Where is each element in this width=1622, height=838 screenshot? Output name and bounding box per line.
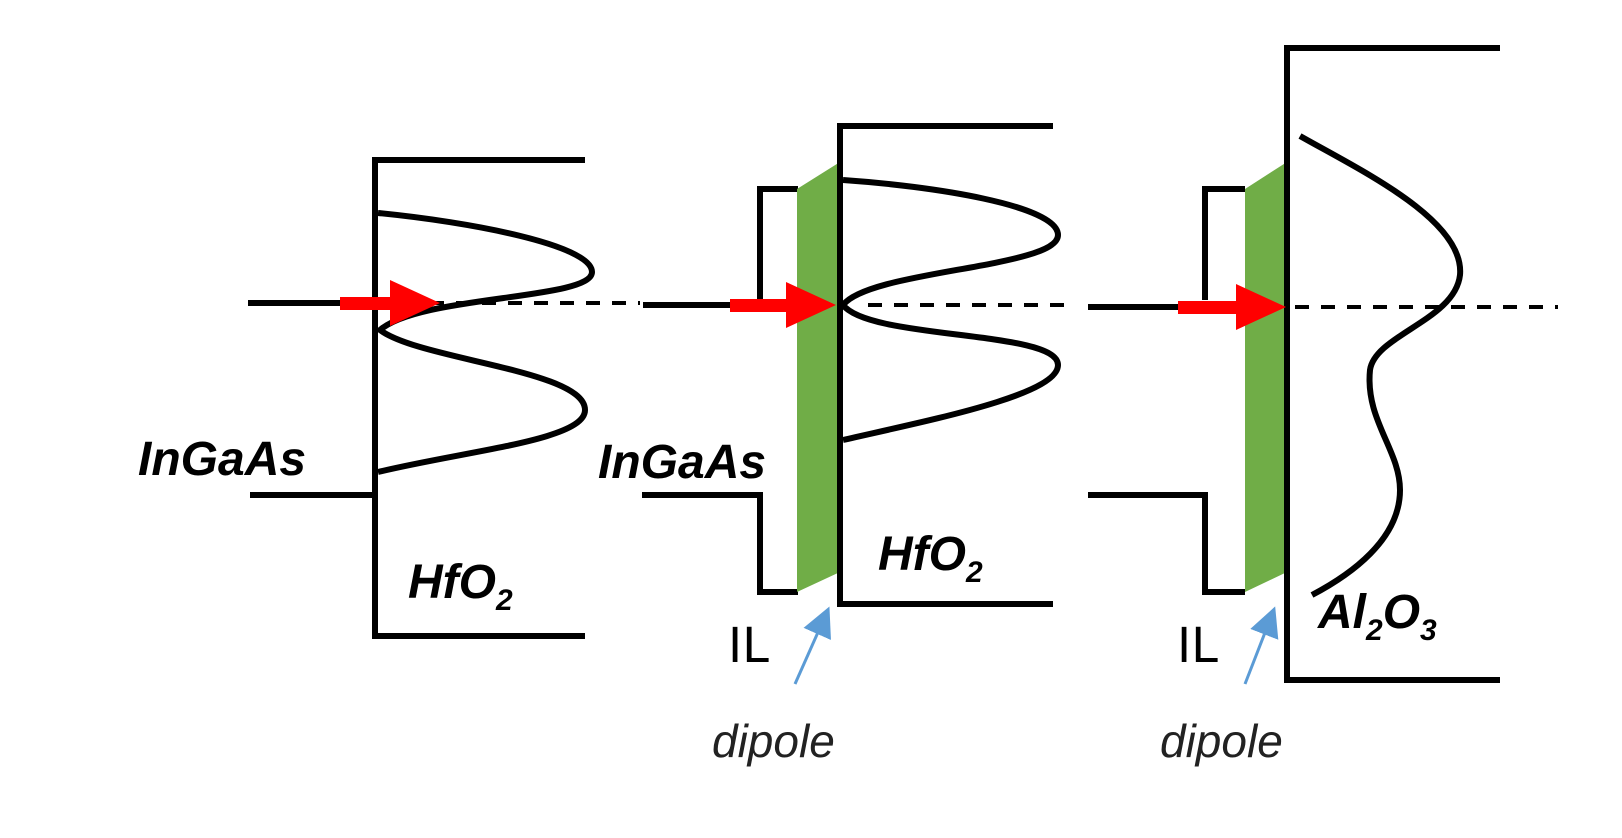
wavefunction-curve: [375, 210, 596, 475]
oxide-label: HfO2: [408, 556, 513, 617]
interlayer-label: IL: [728, 618, 769, 674]
wavefunction-curve: [839, 177, 1062, 443]
dipole-layer: [797, 162, 840, 592]
interlayer-band-edge: [1202, 186, 1245, 300]
tunneling-arrow: [730, 282, 836, 328]
interlayer-label: IL: [1177, 618, 1218, 674]
oxide-band-edges: [837, 123, 1053, 607]
oxide-label: HfO2: [878, 528, 983, 589]
oxide-band-edges: [1284, 45, 1500, 683]
panel-1: InGaAs HfO2: [138, 157, 640, 639]
semiconductor-valence-band: [642, 492, 798, 595]
semiconductor-label: InGaAs: [598, 436, 766, 489]
dipole-pointer-arrow: [793, 606, 831, 685]
oxide-label: Al2O3: [1317, 586, 1437, 647]
oxide-band-edges: [372, 157, 585, 639]
wavefunction-curve: [1298, 133, 1464, 598]
dipole-label: dipole: [712, 715, 835, 767]
semiconductor-valence-band: [1088, 492, 1245, 595]
dipole-pointer-arrow: [1243, 606, 1279, 685]
tunneling-arrow: [340, 280, 440, 326]
panel-3: Al2O3 IL dipole: [1088, 45, 1558, 767]
interlayer-band-edge: [757, 186, 798, 300]
dipole-label: dipole: [1160, 715, 1283, 767]
semiconductor-label: InGaAs: [138, 433, 306, 486]
tunneling-arrow: [1178, 284, 1286, 330]
dipole-layer: [1245, 162, 1287, 592]
panel-2: InGaAs HfO2 IL dipole: [598, 123, 1075, 767]
